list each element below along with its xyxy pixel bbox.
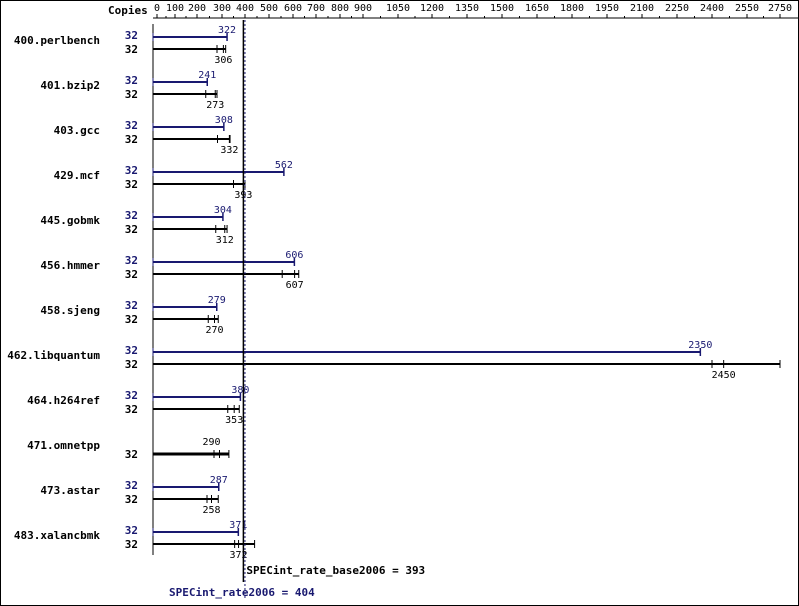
peak-value-label: 2350: [688, 340, 712, 351]
base-copies-label: 32: [125, 358, 138, 371]
base-copies-label: 32: [125, 313, 138, 326]
x-tick-label: 2400: [700, 3, 724, 14]
peak-copies-label: 32: [125, 524, 138, 537]
base-copies-label: 32: [125, 493, 138, 506]
peak-copies-label: 32: [125, 74, 138, 87]
base-value-label: 258: [202, 505, 220, 516]
x-tick-label: 900: [354, 3, 372, 14]
base-value-label: 290: [202, 437, 220, 448]
benchmark-label: 429.mcf: [54, 169, 100, 182]
benchmark-label: 400.perlbench: [14, 34, 100, 47]
x-tick-label: 2750: [768, 3, 792, 14]
peak-value-label: 287: [210, 475, 228, 486]
peak-copies-label: 32: [125, 479, 138, 492]
peak-value-label: 562: [275, 160, 293, 171]
base-copies-label: 32: [125, 178, 138, 191]
base-value-label: 270: [205, 325, 223, 336]
x-tick-label: 1050: [386, 3, 410, 14]
benchmark-label: 403.gcc: [54, 124, 100, 137]
peak-value-label: 606: [285, 250, 303, 261]
peak-copies-label: 32: [125, 119, 138, 132]
x-tick-label: 2250: [665, 3, 689, 14]
x-tick-label: 2550: [735, 3, 759, 14]
benchmark-label: 458.sjeng: [40, 304, 100, 317]
peak-copies-label: 32: [125, 29, 138, 42]
base-copies-label: 32: [125, 538, 138, 551]
benchmark-label: 483.xalancbmk: [14, 529, 100, 542]
x-tick-label: 1950: [595, 3, 619, 14]
base-value-label: 372: [230, 550, 248, 561]
base-value-label: 607: [286, 280, 304, 291]
base-value-label: 306: [214, 55, 232, 66]
benchmark-label: 462.libquantum: [7, 349, 100, 362]
x-tick-label: 1650: [525, 3, 549, 14]
peak-value-label: 322: [218, 25, 236, 36]
base-copies-label: 32: [125, 88, 138, 101]
base-copies-label: 32: [125, 133, 138, 146]
base-copies-label: 32: [125, 43, 138, 56]
peak-reference-label: SPECint_rate2006 = 404: [169, 586, 315, 599]
peak-value-label: 371: [229, 520, 247, 531]
base-value-label: 353: [225, 415, 243, 426]
base-copies-label: 32: [125, 268, 138, 281]
x-axis-title: Copies: [108, 4, 148, 17]
base-copies-label: 32: [125, 403, 138, 416]
peak-value-label: 279: [208, 295, 226, 306]
base-value-label: 273: [206, 100, 224, 111]
peak-copies-label: 32: [125, 389, 138, 402]
x-tick-label: 1800: [560, 3, 584, 14]
x-tick-label: 300: [213, 3, 231, 14]
x-tick-label: 1200: [420, 3, 444, 14]
benchmark-label: 401.bzip2: [40, 79, 100, 92]
peak-value-label: 241: [198, 70, 216, 81]
peak-copies-label: 32: [125, 164, 138, 177]
x-tick-label: 800: [331, 3, 349, 14]
base-value-label: 2450: [712, 370, 736, 381]
benchmark-label: 456.hmmer: [40, 259, 100, 272]
benchmark-label: 471.omnetpp: [27, 439, 100, 452]
x-tick-label: 100: [166, 3, 184, 14]
x-tick-label: 600: [284, 3, 302, 14]
base-copies-label: 32: [125, 448, 138, 461]
benchmark-label: 445.gobmk: [40, 214, 100, 227]
peak-value-label: 308: [215, 115, 233, 126]
x-tick-label: 700: [307, 3, 325, 14]
benchmark-label: 473.astar: [40, 484, 100, 497]
x-tick-label: 1350: [455, 3, 479, 14]
base-value-label: 312: [216, 235, 234, 246]
peak-copies-label: 32: [125, 209, 138, 222]
base-copies-label: 32: [125, 223, 138, 236]
peak-value-label: 304: [214, 205, 232, 216]
base-reference-label: SPECint_rate_base2006 = 393: [246, 564, 425, 577]
peak-copies-label: 32: [125, 254, 138, 267]
x-tick-label: 0: [154, 3, 160, 14]
peak-value-label: 380: [231, 385, 249, 396]
peak-copies-label: 32: [125, 299, 138, 312]
x-tick-label: 400: [236, 3, 254, 14]
peak-copies-label: 32: [125, 344, 138, 357]
x-tick-label: 2100: [630, 3, 654, 14]
x-tick-label: 500: [260, 3, 278, 14]
benchmark-label: 464.h264ref: [27, 394, 100, 407]
x-tick-label: 1500: [490, 3, 514, 14]
x-tick-label: 200: [188, 3, 206, 14]
base-value-label: 332: [220, 145, 238, 156]
